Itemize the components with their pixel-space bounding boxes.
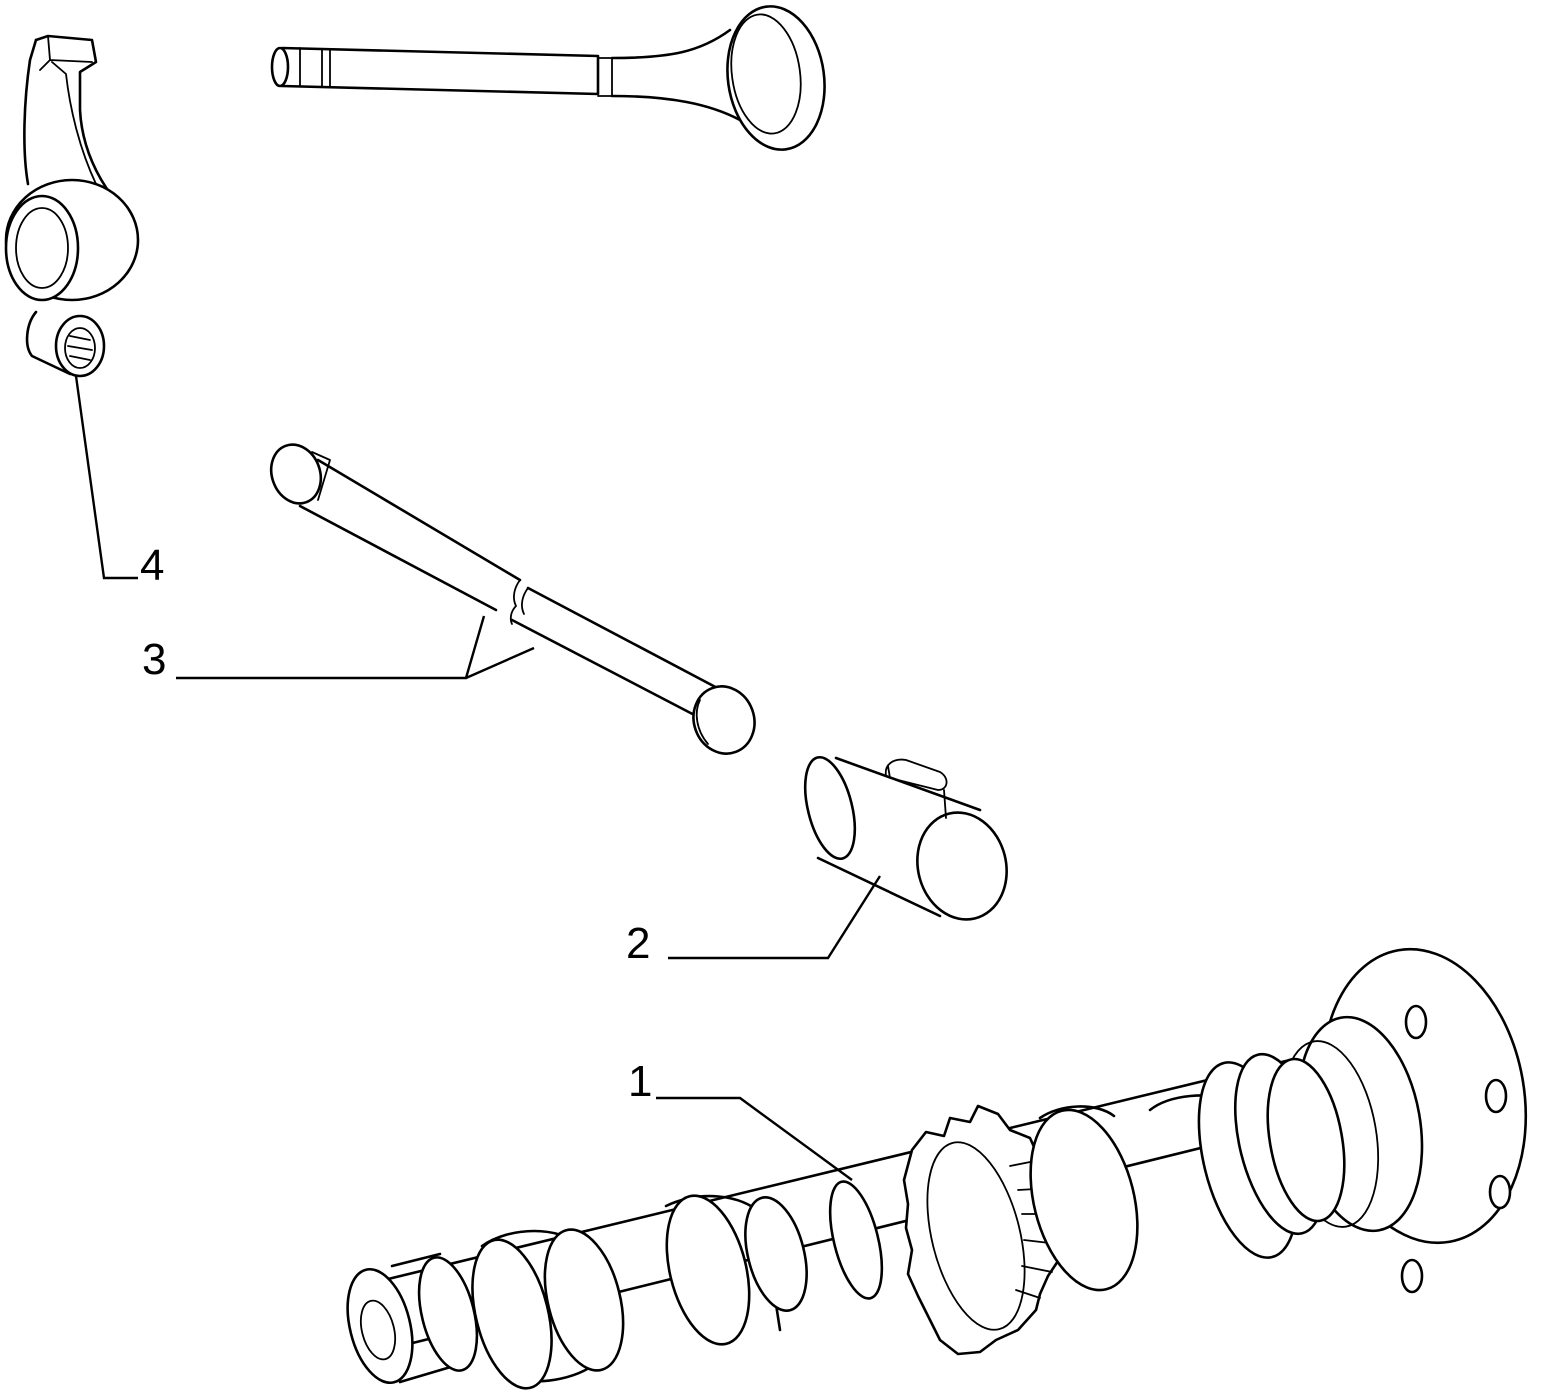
leader-line-1 <box>656 1096 853 1181</box>
callout-tappet: 2 <box>626 919 650 968</box>
leader-line-2 <box>668 875 882 960</box>
tappet-part <box>803 755 1008 921</box>
callout-camshaft: 1 <box>628 1057 652 1106</box>
callouts: 4 3 2 1 <box>140 541 652 1106</box>
pushrod-part <box>269 443 756 755</box>
leader-line-4 <box>74 375 138 580</box>
rocker-arm-part <box>4 34 140 378</box>
leader-lines <box>74 375 882 1181</box>
camshaft-part <box>346 947 1528 1390</box>
valve-part <box>270 5 826 151</box>
callout-pushrod: 3 <box>142 635 166 684</box>
leader-line-3 <box>176 615 535 680</box>
callout-rocker-arm: 4 <box>140 541 164 590</box>
